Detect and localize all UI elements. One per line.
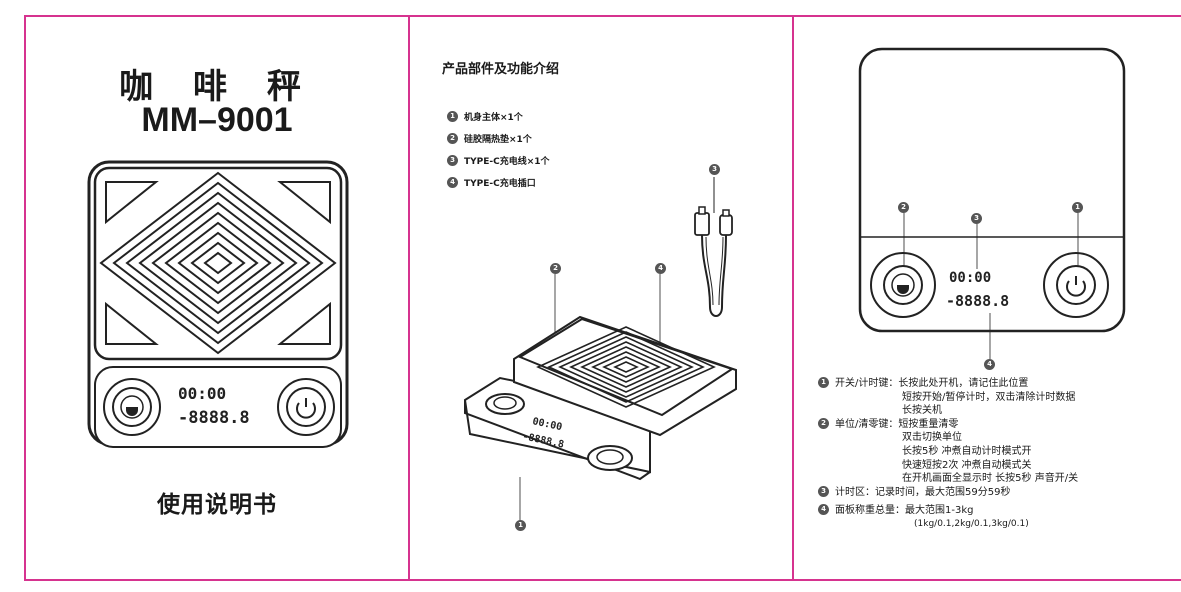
control-strip: 00:00 -8888.8: [94, 366, 342, 448]
callout-3: 3: [971, 213, 982, 224]
left-button[interactable]: [870, 252, 936, 318]
number-badge: 1: [818, 377, 829, 388]
number-badge: 4: [447, 176, 458, 188]
function-entry: 2 单位/清零键： 短按重量清零: [818, 417, 1078, 432]
functions-panel: 00:00 -8888.8 2 3 1 4 1 开关/计时键： 长按此处开机，请…: [794, 17, 1181, 579]
coffee-cup-icon: [897, 285, 909, 294]
timer-display: 00:00: [178, 384, 226, 403]
callout-2: 2: [550, 263, 561, 274]
function-text: 快速短按2次 冲煮自动模式关: [902, 459, 1032, 471]
function-text: 记录时间，最大范围59分59秒: [875, 486, 1011, 498]
callout-4: 4: [984, 359, 995, 370]
function-label: 计时区：: [835, 486, 875, 498]
power-icon: [1066, 280, 1086, 297]
right-button[interactable]: [1043, 252, 1109, 318]
number-badge: 1: [447, 110, 458, 122]
function-text: 双击切换单位: [902, 432, 962, 444]
list-item: 1 机身主体×1个: [447, 105, 550, 127]
callout-3: 3: [709, 164, 720, 175]
number-badge: 2: [447, 132, 458, 144]
timer-display-top: 00:00: [949, 270, 991, 286]
function-text: 长按此处开机，请记住此位置: [898, 378, 1029, 389]
unit-tare-button[interactable]: [103, 378, 161, 436]
number-badge: 3: [447, 154, 458, 166]
top-view-illustration: 00:00 -8888.8: [858, 47, 1126, 359]
cover-panel: 咖 啡 秤 MM–9001 00:00 -8888.8 使用说明书: [26, 17, 408, 579]
panel-divider-2: [792, 15, 794, 581]
function-label: 单位/清零键：: [835, 418, 899, 430]
parts-panel: 产品部件及功能介绍 1 机身主体×1个 2 硅胶隔热垫×1个 3 TYPE-C充电线×…: [410, 17, 792, 579]
product-title: 咖 啡 秤: [119, 67, 315, 107]
callout-2: 2: [898, 202, 909, 213]
function-text: 长按5秒 冲煮自动计时模式开: [902, 445, 1032, 457]
list-item-label: 机身主体×1个: [464, 112, 523, 123]
usb-cable-illustration: 00:00 -8888.8: [463, 177, 737, 522]
panel-divider-1: [408, 15, 410, 581]
power-icon: [296, 402, 316, 419]
list-item: 4 TYPE-C充电插口: [447, 171, 550, 193]
callout-1: 1: [1072, 202, 1083, 213]
weight-display-top: -8888.8: [946, 292, 1009, 310]
list-item: 2 硅胶隔热垫×1个: [447, 127, 550, 149]
list-item-label: TYPE-C充电插口: [464, 178, 536, 189]
page-frame: [24, 15, 1181, 581]
power-timer-button[interactable]: [277, 378, 335, 436]
parts-list: 1 机身主体×1个 2 硅胶隔热垫×1个 3 TYPE-C充电线×1个 4 TYPE-C…: [447, 105, 550, 193]
function-entry: 3 计时区： 记录时间，最大范围59分59秒: [818, 485, 1078, 500]
function-text: 最大范围1-3kg: [905, 505, 974, 517]
function-entry: 1 开关/计时键： 长按此处开机，请记住此位置: [818, 377, 1078, 391]
function-entry: 4 面板称重总量： 最大范围1-3kg: [818, 504, 1078, 518]
scale-3d-illustration: 00:00 -8888.8: [463, 315, 737, 481]
coffee-cup-icon: [126, 407, 138, 416]
callout-1: 1: [515, 520, 526, 531]
manual-title: 使用说明书: [157, 492, 277, 518]
scale-illustration: [87, 160, 349, 446]
callout-4: 4: [655, 263, 666, 274]
function-descriptions: 1 开关/计时键： 长按此处开机，请记住此位置 短按开始/暂停计时，双击清除计时…: [818, 377, 1078, 532]
function-text: 短按重量清零: [898, 418, 959, 430]
function-text: 短按开始/暂停计时，双击清除计时数据: [902, 391, 1076, 403]
list-item-label: 硅胶隔热垫×1个: [464, 134, 532, 145]
function-text: 在开机画面全显示时 长按5秒 声音开/关: [902, 473, 1079, 485]
number-badge: 2: [818, 417, 829, 429]
parts-heading: 产品部件及功能介绍: [442, 62, 560, 77]
number-badge: 3: [818, 485, 829, 497]
platform-pattern: [93, 166, 343, 361]
list-item: 3 TYPE-C充电线×1个: [447, 149, 550, 171]
number-badge: 4: [818, 504, 829, 516]
function-label: 面板称重总量：: [835, 505, 905, 517]
function-label: 开关/计时键：: [835, 378, 899, 389]
model-number: MM–9001: [141, 101, 293, 139]
function-text: (1kg/0.1,2kg/0.1,3kg/0.1): [914, 518, 1029, 529]
weight-display: -8888.8: [178, 408, 250, 428]
list-item-label: TYPE-C充电线×1个: [464, 156, 550, 167]
function-text: 长按关机: [902, 405, 942, 417]
